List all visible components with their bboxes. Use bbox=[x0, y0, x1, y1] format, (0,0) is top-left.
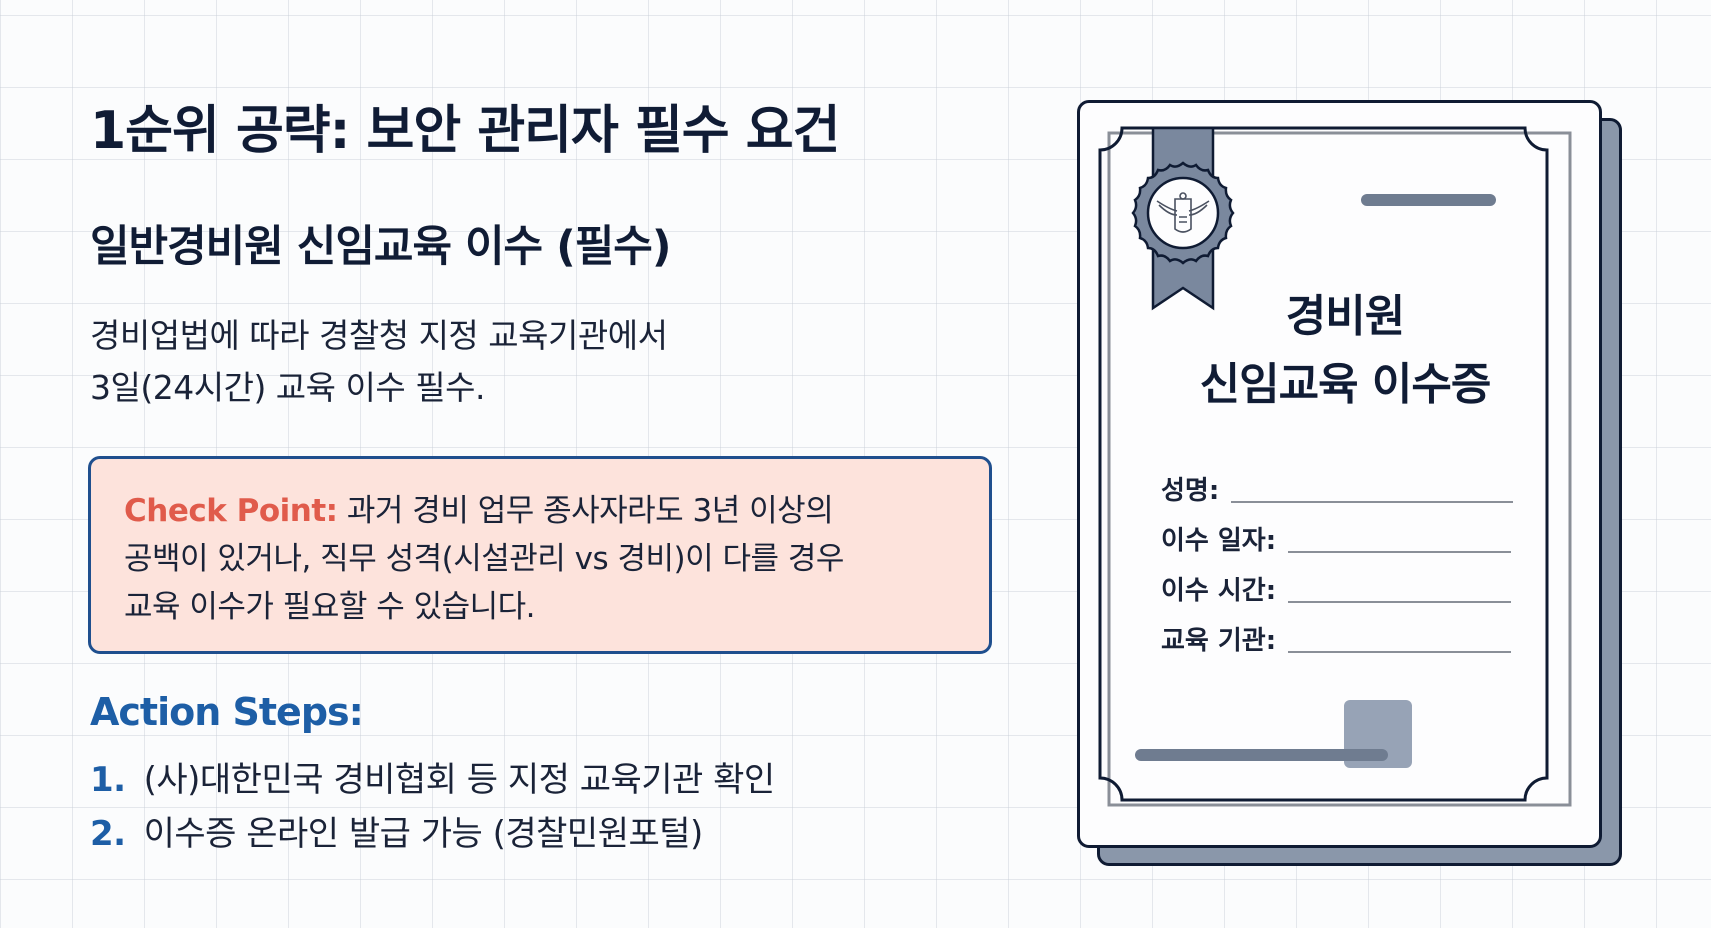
description: 경비업법에 따라 경찰청 지정 교육기관에서 3일(24시간) 교육 이수 필수… bbox=[90, 310, 668, 414]
description-line: 경비업법에 따라 경찰청 지정 교육기관에서 bbox=[90, 316, 668, 355]
seal-icon bbox=[1131, 161, 1235, 265]
callout-line: 과거 경비 업무 종사자라도 3년 이상의 bbox=[337, 493, 834, 529]
certificate-field-date: 이수 일자: bbox=[1161, 520, 1512, 557]
action-step: 2. 이수증 온라인 발급 가능 (경찰민원포털) bbox=[90, 806, 703, 855]
certificate-field-hours: 이수 시간: bbox=[1161, 570, 1512, 607]
blank-line bbox=[1288, 601, 1512, 603]
field-label: 이수 시간: bbox=[1161, 576, 1277, 606]
certificate-field-institution: 교육 기관: bbox=[1161, 620, 1512, 657]
certificate-title: 경비원 bbox=[1285, 291, 1405, 342]
certificate-field-name: 성명: bbox=[1161, 470, 1514, 507]
callout-line: 공백이 있거나, 직무 성격(시설관리 vs 경비)이 다를 경우 bbox=[124, 541, 844, 577]
certificate-title: 신임교육 이수증 bbox=[1199, 359, 1492, 410]
police-emblem-icon bbox=[1156, 192, 1210, 233]
field-label: 교육 기관: bbox=[1161, 626, 1277, 656]
blank-line bbox=[1288, 651, 1512, 653]
section-subtitle: 일반경비원 신임교육 이수 (필수) bbox=[90, 222, 671, 272]
field-label: 성명: bbox=[1161, 476, 1220, 506]
field-label: 이수 일자: bbox=[1161, 526, 1277, 556]
callout-line: 교육 이수가 필요할 수 있습니다. bbox=[124, 589, 536, 625]
step-text: 이수증 온라인 발급 가능 (경찰민원포털) bbox=[143, 814, 704, 854]
step-number: 1. bbox=[90, 760, 126, 800]
blank-line bbox=[1288, 551, 1512, 553]
certificate-decoration bbox=[1098, 126, 1572, 807]
blank-line bbox=[1231, 501, 1514, 503]
description-line: 3일(24시간) 교육 이수 필수. bbox=[90, 368, 485, 407]
step-number: 2. bbox=[90, 814, 126, 854]
inner-frame bbox=[1098, 126, 1549, 802]
check-point-label: Check Point: bbox=[124, 493, 338, 529]
page-title: 1순위 공략: 보안 관리자 필수 요건 bbox=[90, 101, 840, 161]
action-steps-title: Action Steps: bbox=[90, 690, 364, 734]
action-step: 1. (사)대한민국 경비협회 등 지정 교육기관 확인 bbox=[90, 752, 775, 801]
check-point-callout: Check Point: 과거 경비 업무 종사자라도 3년 이상의 공백이 있… bbox=[88, 456, 992, 654]
step-text: (사)대한민국 경비협회 등 지정 교육기관 확인 bbox=[143, 760, 776, 800]
